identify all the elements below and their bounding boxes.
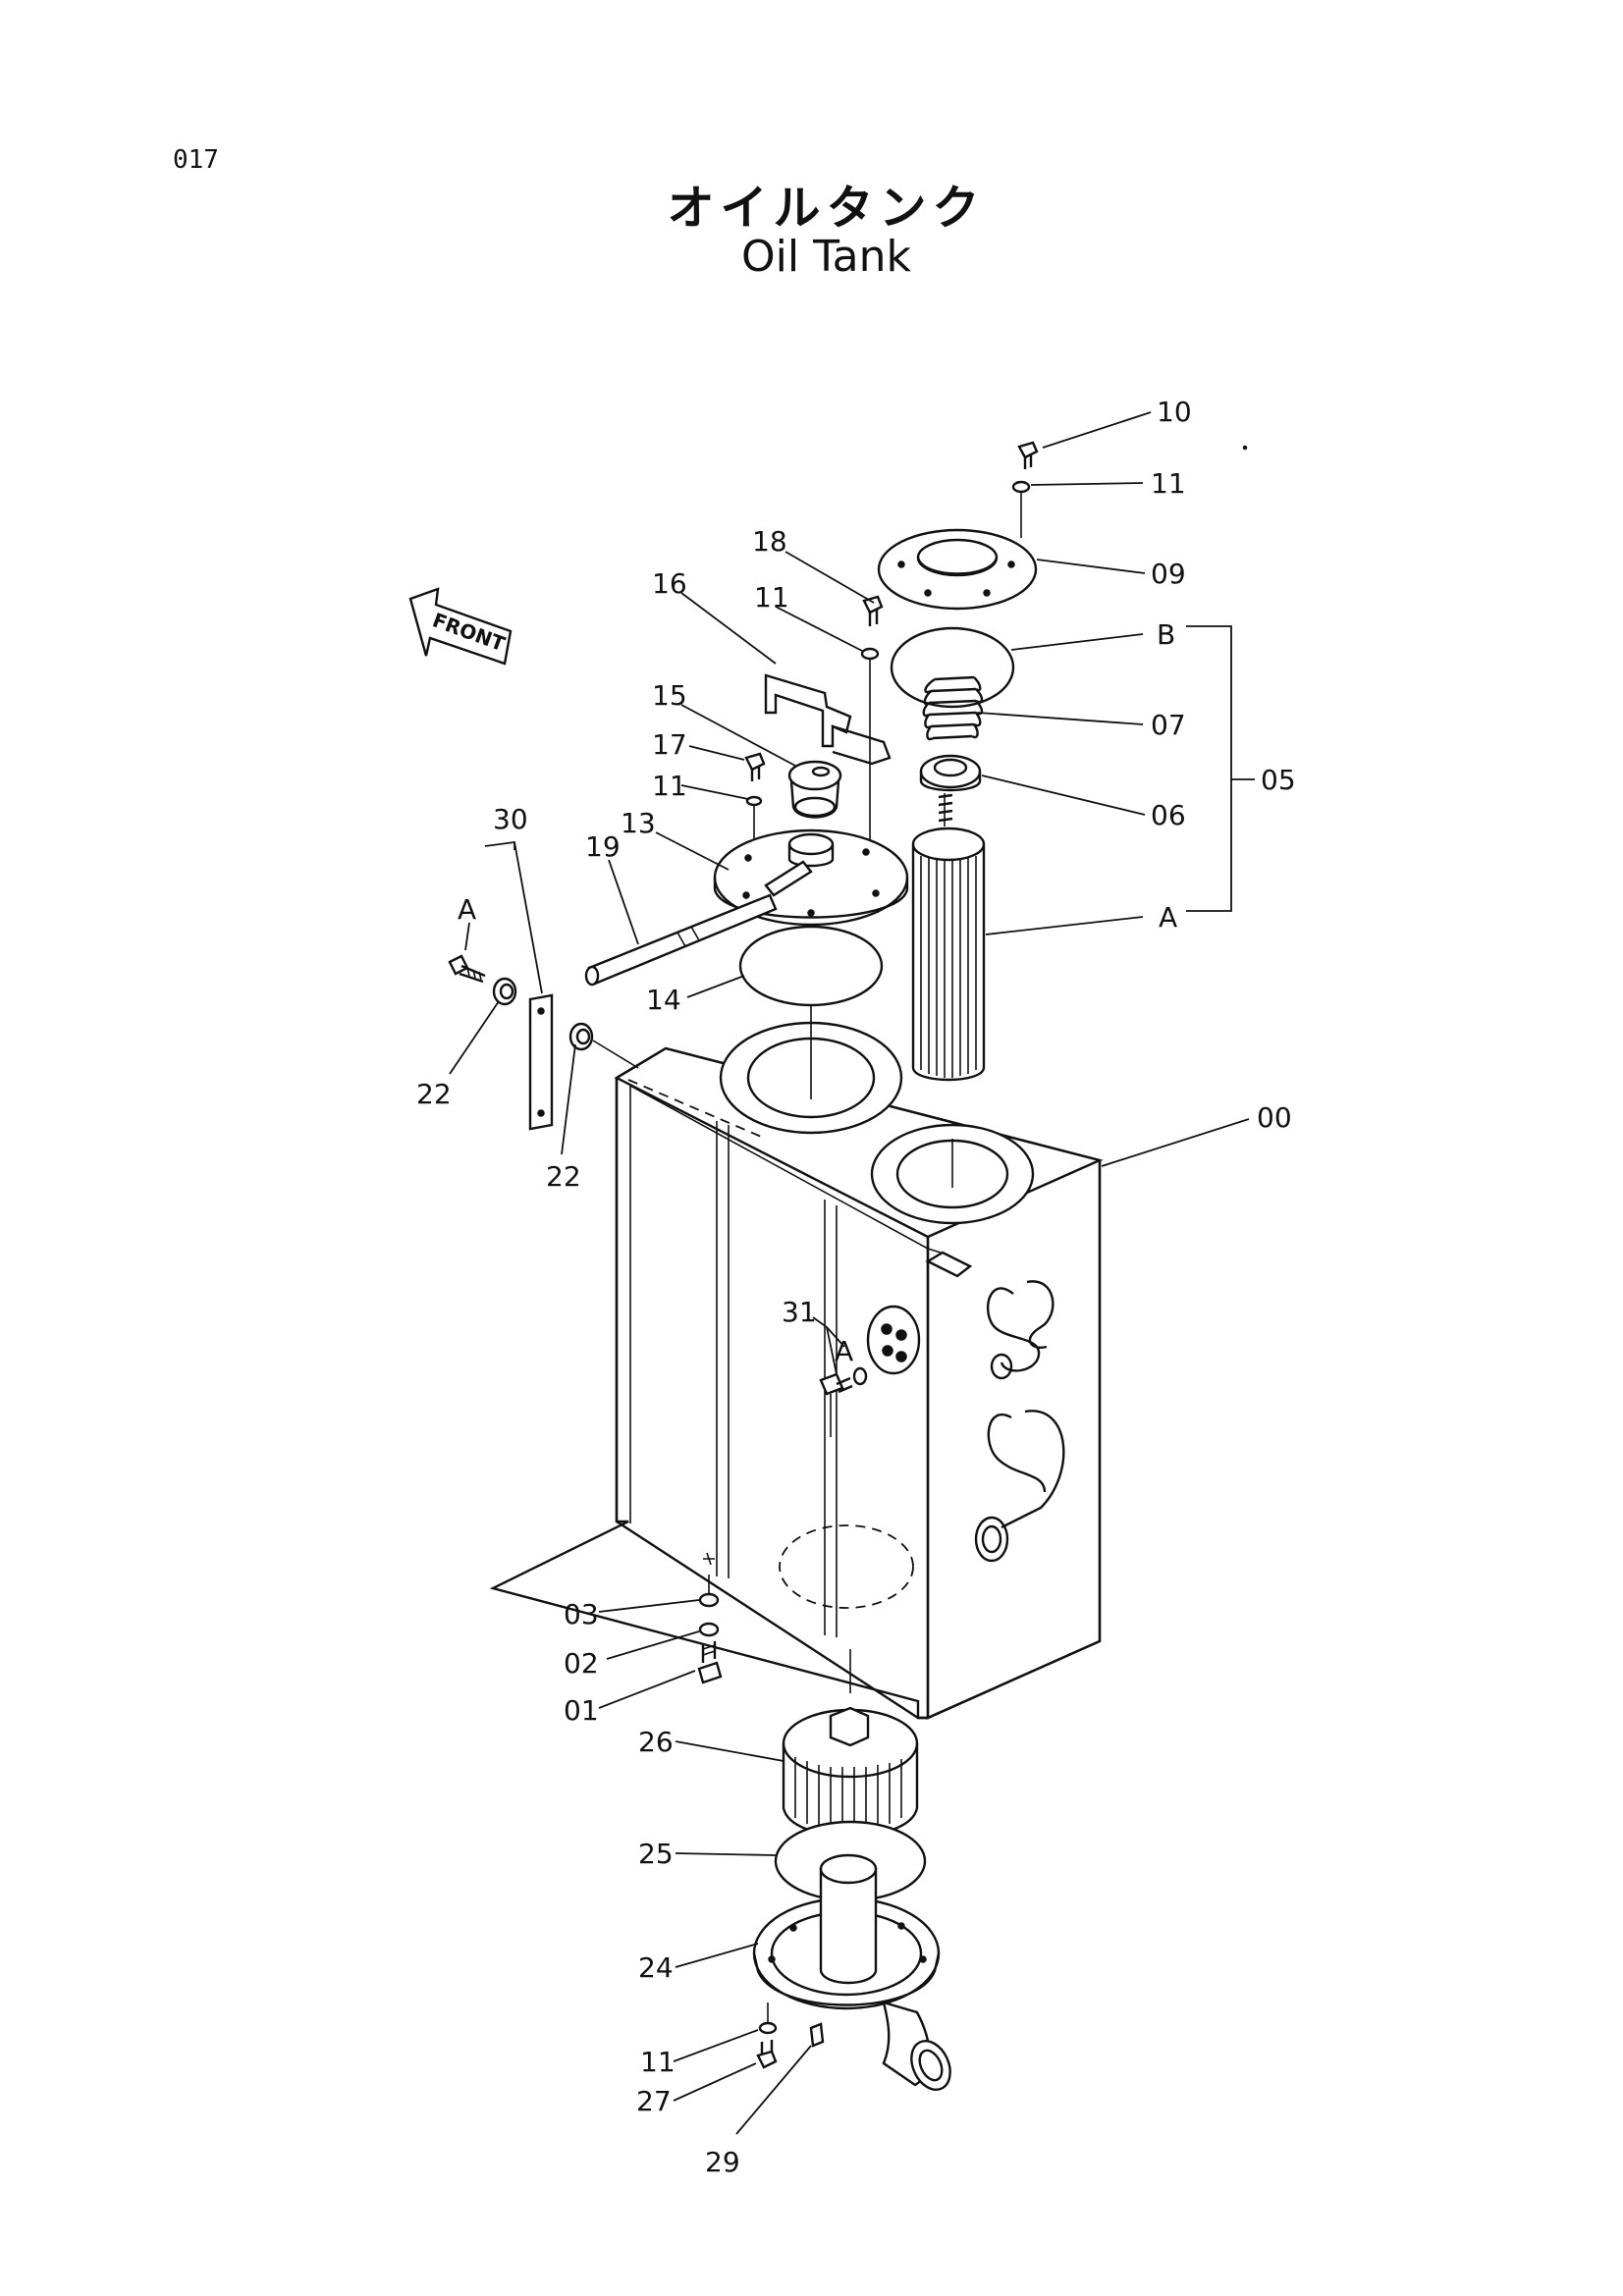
callout-11d: 11 [640,2046,676,2078]
bracket-16 [764,673,892,766]
title-english: Oil Tank [741,232,911,282]
bolt-10-icon [1017,441,1039,469]
callout-01: 01 [564,1694,599,1727]
level-gauge-30 [528,993,554,1131]
callout-A2: A [458,893,476,926]
leader-lines [449,411,1255,2135]
title-japanese: オイルタンク [667,181,986,236]
page-number: 017 [173,145,219,175]
seal-b [890,626,1015,709]
callout-11a: 11 [1151,467,1186,500]
nut-22b-icon [568,1022,594,1051]
callout-17: 17 [652,728,687,761]
callout-31: 31 [782,1296,817,1328]
callout-22a: 22 [416,1078,452,1110]
callout-26: 26 [638,1726,674,1758]
callout-A1: A [1159,901,1177,934]
cap-15 [787,760,842,819]
bolt-18-icon [862,595,884,626]
callout-11b: 11 [754,581,789,614]
callout-22b: 22 [546,1160,581,1193]
callout-06: 06 [1151,799,1186,831]
plug-29-icon [809,2022,825,2048]
washer-11c-icon [745,795,763,807]
plug-31-icon [819,1366,868,1396]
callout-13: 13 [621,807,656,839]
callout-09: 09 [1151,558,1186,590]
callout-19: 19 [585,830,621,863]
callout-02: 02 [564,1647,599,1680]
washer-03-icon [698,1592,720,1608]
spring-07 [922,675,984,741]
filter-element [911,827,986,1082]
callout-05: 05 [1261,764,1296,796]
callout-11c: 11 [652,770,687,802]
washer-11b-icon [860,647,880,661]
filter-cap-26 [782,1706,919,1838]
callout-A3: A [835,1335,853,1367]
bolt-a-icon [448,954,486,984]
callout-B: B [1157,618,1175,651]
bolt-17-icon [744,752,766,781]
callout-10: 10 [1157,396,1192,428]
callout-15: 15 [652,679,687,712]
callout-07: 07 [1151,709,1186,741]
front-arrow-icon: FRONT [408,587,513,666]
valve-seat-06 [919,754,982,792]
nut-22a-icon [492,977,517,1006]
washer-02-icon [698,1622,720,1637]
washer-11d-icon [758,2021,778,2035]
callout-30: 30 [493,803,528,835]
washer-11-icon [1011,480,1031,494]
gasket-14 [738,925,884,1007]
bolt-01-icon [697,1641,723,1684]
cover-plate [877,528,1038,611]
callout-00: 00 [1257,1101,1292,1134]
callout-18: 18 [752,525,787,558]
callout-25: 25 [638,1838,674,1870]
callout-29: 29 [705,2146,740,2178]
callout-24: 24 [638,1951,674,1984]
callout-27: 27 [636,2085,672,2117]
callout-labels: 10 11 09 B 07 05 06 A 18 11 16 15 17 11 … [416,396,1296,2178]
callout-03: 03 [564,1598,599,1630]
callout-14: 14 [646,984,681,1016]
dipstick-19 [584,893,778,987]
strainer-housing-24 [752,1853,951,2091]
bolt-27-icon [756,2040,778,2069]
callout-16: 16 [652,567,687,600]
